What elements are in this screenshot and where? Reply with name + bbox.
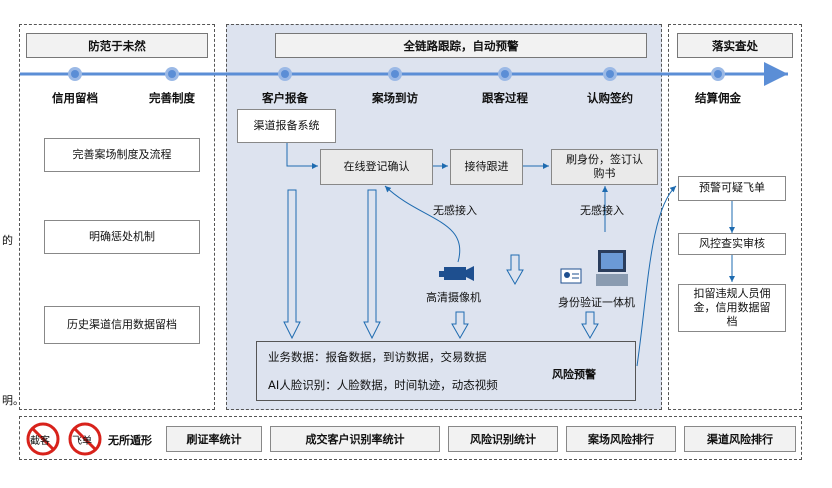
stage-follow: 跟客过程 (482, 91, 528, 105)
left-box-penalty: 明确惩处机制 (44, 220, 200, 254)
right-box-suspicious: 预警可疑飞单 (678, 176, 786, 201)
stage-system: 完善制度 (149, 91, 195, 105)
channel-report-system: 渠道报备系统 (237, 109, 336, 143)
no-intercept-badge: 截客 (26, 422, 60, 456)
camera-curve (384, 185, 461, 263)
stat-id-rate[interactable]: 刷证率统计 (166, 426, 262, 452)
section-enforce: 落实查处 (677, 33, 793, 58)
id-card-icon (560, 268, 582, 284)
down-arrow (283, 189, 301, 340)
section-track: 全链路跟踪，自动预警 (275, 33, 647, 58)
stage-report: 客户报备 (262, 91, 308, 105)
prevent-panel (19, 24, 215, 410)
flying-text: 飞单 (72, 436, 92, 447)
rank-channel-risk[interactable]: 渠道风险排行 (684, 426, 796, 452)
stat-customer-recognition[interactable]: 成交客户识别率统计 (270, 426, 440, 452)
id-device-label: 身份验证一体机 (558, 296, 635, 309)
stage-commission: 结算佣金 (695, 91, 741, 105)
left-box-system: 完善案场制度及流程 (44, 138, 200, 172)
right-box-withhold: 扣留违规人员佣金，信用数据留档 (678, 284, 786, 332)
enforce-panel (668, 24, 802, 410)
reception-follow: 接待跟进 (450, 149, 523, 185)
down-arrow (363, 189, 381, 340)
rank-site-risk[interactable]: 案场风险排行 (566, 426, 676, 452)
edge-fragment: 明。 (2, 394, 24, 407)
id-terminal-icon (594, 248, 630, 288)
stage-credit: 信用留档 (52, 91, 98, 105)
risk-to-suspicious (636, 185, 677, 367)
seamless-label: 无感接入 (580, 204, 624, 217)
ai-data: AI人脸识别：人脸数据，时间轨迹，动态视频 (268, 378, 498, 392)
edge-fragment: 的 (2, 234, 13, 247)
down-arrow (581, 311, 599, 340)
stage-visit: 案场到访 (372, 91, 418, 105)
business-data: 业务数据：报备数据，到访数据，交易数据 (268, 350, 487, 364)
down-arrow (451, 311, 469, 340)
down-arrow (506, 254, 524, 286)
risk-alert: 风险预警 (552, 368, 596, 381)
bottom-bar (19, 416, 802, 460)
camera-label: 高清摄像机 (426, 291, 481, 304)
seamless-label: 无感接入 (433, 204, 477, 217)
no-hide-label: 无所遁形 (108, 434, 152, 447)
stat-risk-identify[interactable]: 风险识别统计 (448, 426, 558, 452)
stage-sign: 认购签约 (587, 91, 633, 105)
left-box-history: 历史渠道信用数据留档 (44, 306, 200, 344)
no-flying-badge: 飞单 (68, 422, 102, 456)
online-registration: 在线登记确认 (320, 149, 433, 185)
right-box-audit: 风控查实审核 (678, 233, 786, 255)
id-card-sign: 刷身份，签订认购书 (551, 149, 658, 185)
camera-icon (438, 262, 476, 284)
section-prevent: 防范于未然 (26, 33, 208, 58)
data-box (256, 341, 636, 401)
channel-to-online (286, 143, 318, 169)
intercept-text: 截客 (30, 436, 50, 447)
